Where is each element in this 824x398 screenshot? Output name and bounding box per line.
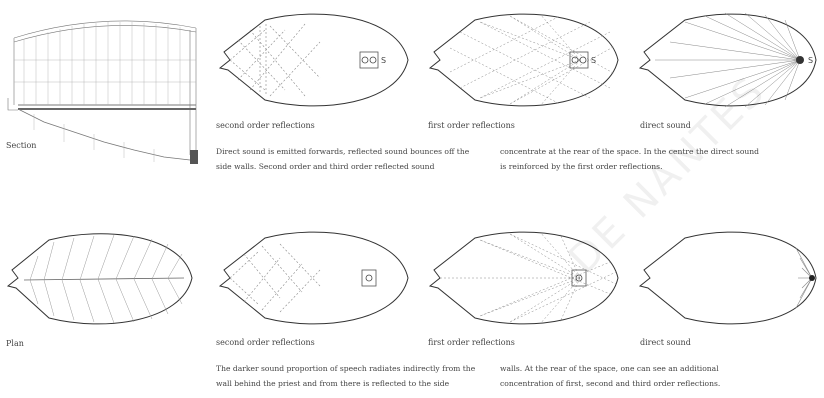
plan-label: Plan — [6, 339, 24, 348]
paragraph-top-left: Direct sound is emitted forwards, reflec… — [216, 147, 470, 171]
plan-drawing — [6, 233, 193, 325]
source-label: S — [808, 56, 813, 65]
diagram-r2-first-order — [428, 231, 619, 325]
section-label: Section — [6, 141, 37, 150]
label-r2-direct-sound: direct sound — [640, 338, 691, 347]
diagram-r2-second-order — [218, 231, 409, 325]
diagram-r2-direct-sound — [638, 231, 817, 325]
diagram-r1-first-order: S — [428, 13, 619, 107]
label-r1-second-order: second order reflections — [216, 121, 315, 130]
diagram-r1-second-order: S — [218, 13, 409, 107]
section-drawing — [7, 20, 198, 164]
label-r1-first-order: first order reflections — [428, 121, 515, 130]
source-label: S — [591, 56, 596, 65]
diagram-r1-direct-sound: S — [638, 12, 817, 108]
label-r2-second-order: second order reflections — [216, 338, 315, 347]
paragraph-bottom-left: The darker sound proportion of speech ra… — [216, 364, 476, 388]
source-label: S — [381, 56, 386, 65]
paragraph-top-right: concentrate at the rear of the space. In… — [500, 147, 760, 171]
label-r1-direct-sound: direct sound — [640, 121, 691, 130]
label-r2-first-order: first order reflections — [428, 338, 515, 347]
paragraph-bottom-right: walls. At the rear of the space, one can… — [500, 364, 721, 388]
